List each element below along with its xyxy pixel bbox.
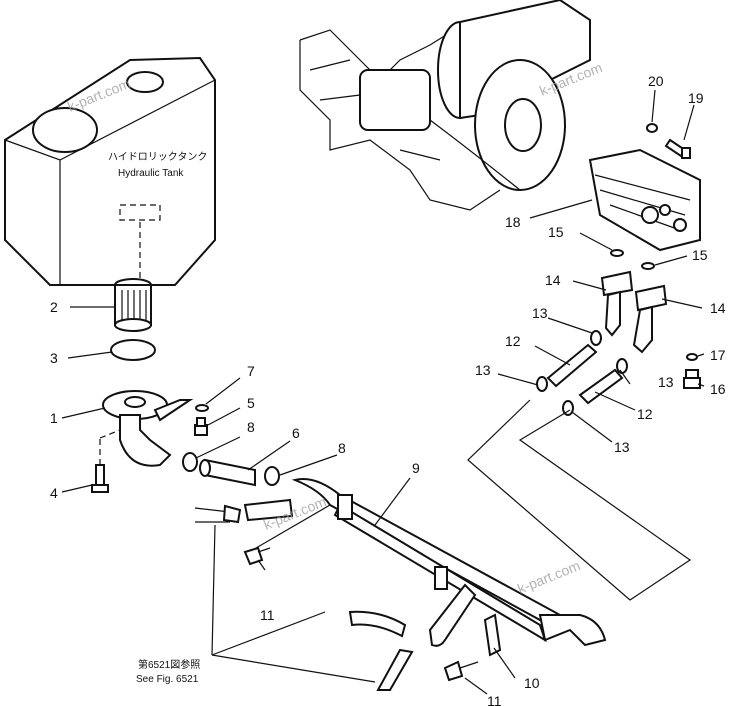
callout-13c: 13	[658, 374, 674, 390]
watermark-4: k-part.com	[515, 557, 582, 597]
return-line-loop	[467, 399, 692, 601]
callout-12a: 12	[505, 333, 521, 349]
callout-8b: 8	[338, 440, 346, 456]
callout-16: 16	[710, 381, 726, 397]
o-ring	[110, 339, 156, 361]
elbow-14b	[632, 284, 668, 354]
callout-14b: 14	[710, 300, 726, 316]
callout-10: 10	[524, 675, 540, 691]
o-ring-6	[195, 404, 209, 412]
callout-18: 18	[505, 214, 521, 230]
plug-16	[683, 369, 701, 389]
bolt-19	[664, 138, 691, 160]
o-ring-17	[686, 353, 698, 361]
callout-11b: 11	[487, 693, 502, 706]
callout-14a: 14	[545, 272, 561, 288]
callout-15b: 15	[692, 247, 708, 263]
o-ring-15a	[610, 249, 624, 257]
callout-13a: 13	[532, 305, 548, 321]
bolt-11a	[243, 546, 271, 566]
engine-outline	[299, 0, 591, 211]
callout-4: 4	[50, 485, 58, 501]
elbow-14a	[600, 270, 634, 337]
callout-1: 1	[50, 410, 58, 426]
callout-13b: 13	[475, 362, 491, 378]
callout-2: 2	[50, 299, 58, 315]
hose-12b	[562, 358, 628, 416]
callout-19: 19	[688, 90, 704, 106]
tank-label-en: Hydraulic Tank	[118, 168, 184, 179]
callout-8a: 8	[247, 419, 255, 435]
callout-20: 20	[648, 73, 664, 89]
strainer-element	[114, 222, 152, 332]
tank-label-jp: ハイドロリックタンク	[108, 151, 207, 163]
callout-12b: 12	[637, 406, 653, 422]
suction-tube	[102, 390, 194, 467]
hose-12a	[536, 330, 602, 392]
see-fig-label-en: See Fig. 6521	[136, 674, 199, 685]
bolt-4	[91, 429, 121, 493]
callout-15a: 15	[548, 224, 564, 240]
callout-6: 7	[247, 363, 255, 379]
see-fig-label-jp: 第6521図参照	[138, 658, 200, 671]
leader-lines	[61, 89, 705, 695]
callout-7: 6	[292, 425, 300, 441]
callout-13d: 13	[614, 439, 630, 455]
bolt-11b	[443, 660, 479, 682]
watermark-3: k-part.com	[261, 493, 328, 533]
callout-3: 3	[50, 350, 58, 366]
callout-11a: 11	[260, 607, 275, 623]
callout-numbers: 2 3 1 4 7 5 8 6 8 9 11 10 11 12 12 13 13…	[50, 73, 726, 706]
hydraulic-tank	[4, 56, 216, 286]
callout-5: 5	[247, 395, 255, 411]
plug-5	[194, 417, 208, 436]
callout-9: 9	[412, 460, 420, 476]
o-ring-15b	[641, 262, 655, 270]
external-pipes	[194, 498, 477, 691]
hose-7	[182, 452, 280, 487]
washer-20	[646, 123, 658, 133]
callout-17: 17	[710, 347, 726, 363]
pump-18	[588, 148, 701, 252]
clamp-10	[483, 613, 502, 657]
pipe-9	[291, 478, 607, 647]
